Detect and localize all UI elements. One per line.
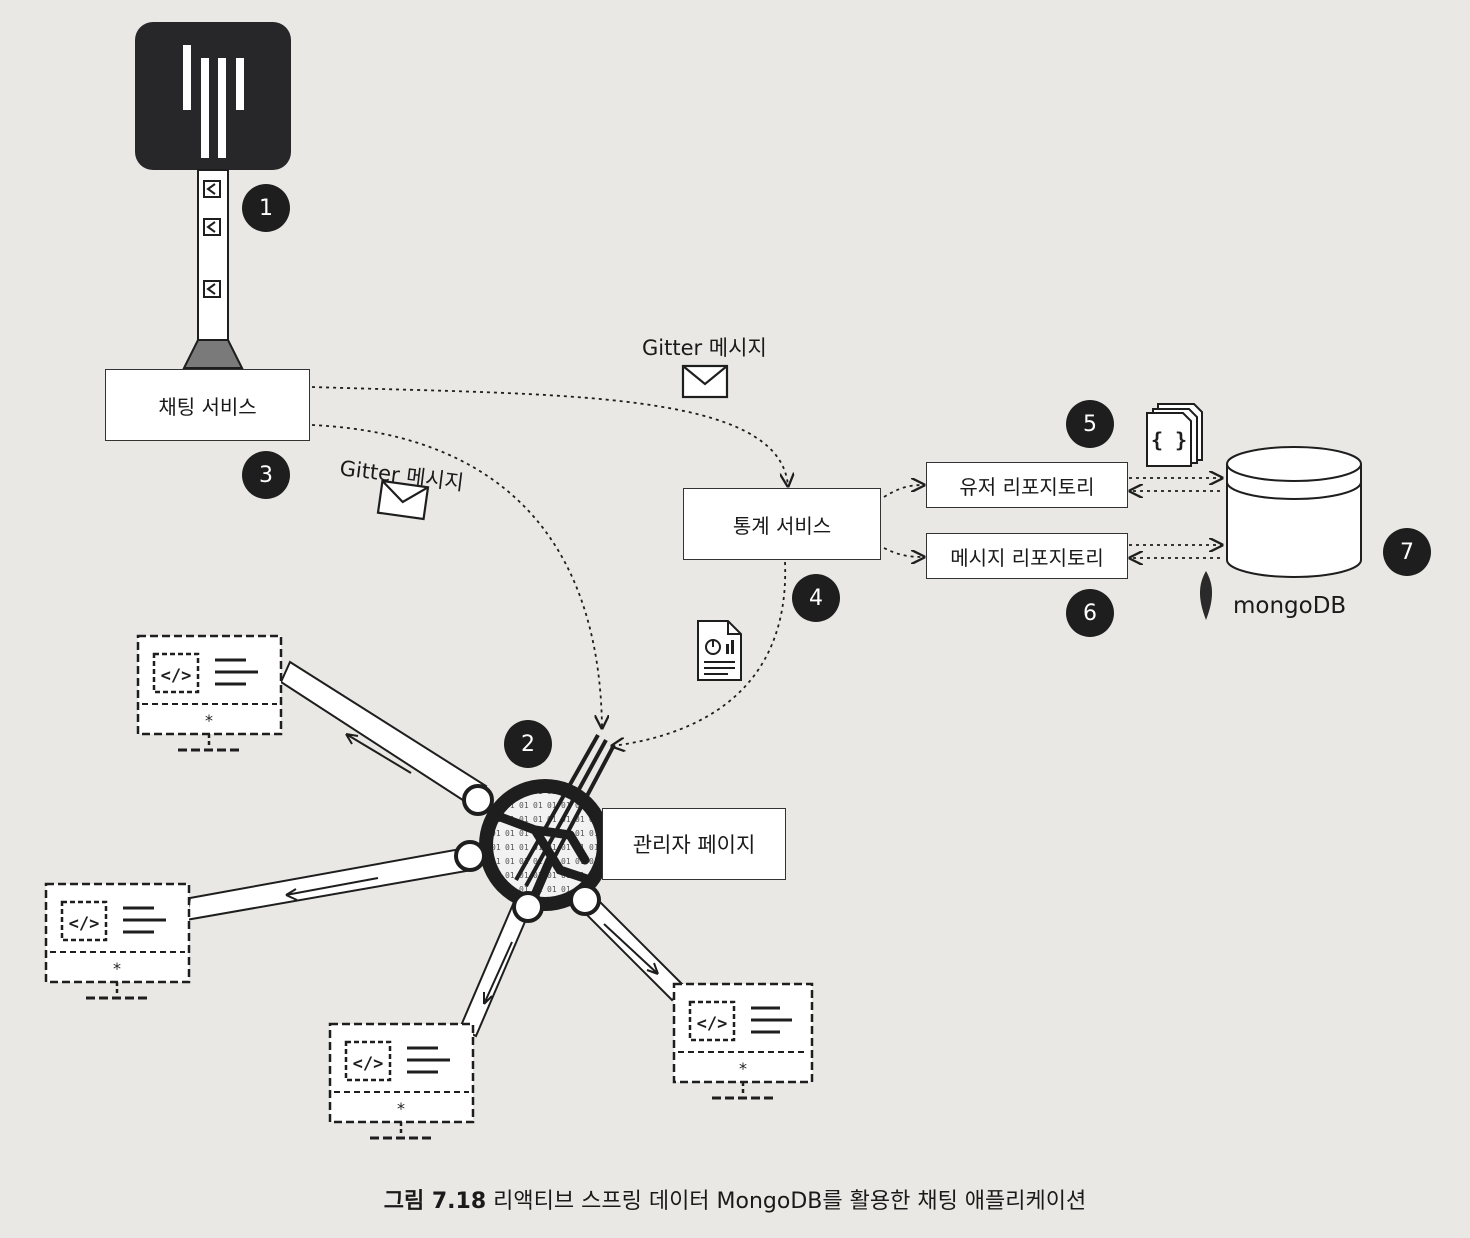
figure-caption: 그림 7.18 리액티브 스프링 데이터 MongoDB를 활용한 채팅 애플리… <box>0 1183 1470 1215</box>
step-badge-3: 3 <box>242 451 290 499</box>
client-monitor-icon: </> * <box>328 1022 475 1140</box>
user-repository-box: 유저 리포지토리 <box>926 462 1128 508</box>
message-repository-box: 메시지 리포지토리 <box>926 533 1128 579</box>
edge-stats-to-user-repo <box>883 485 924 498</box>
client-monitor-icon: </> * <box>672 982 814 1100</box>
figure-number: 그림 7.18 <box>383 1189 487 1214</box>
hub-icon <box>184 660 688 1038</box>
gitter-logo-icon <box>135 22 291 170</box>
figure-caption-text: 리액티브 스프링 데이터 MongoDB를 활용한 채팅 애플리케이션 <box>493 1189 1087 1214</box>
svg-text:</>: </> <box>69 914 100 934</box>
report-icon <box>697 620 742 681</box>
client-monitor-icon: </> * <box>44 882 191 1000</box>
edge-chat-to-admin <box>311 424 602 728</box>
svg-text:</>: </> <box>353 1054 384 1074</box>
gitter-message-label-top: Gitter 메시지 <box>642 336 767 360</box>
svg-text:</>: </> <box>697 1014 728 1034</box>
step-badge-4: 4 <box>792 574 840 622</box>
admin-page-box: 관리자 페이지 <box>602 808 786 880</box>
envelope-icon <box>681 364 729 399</box>
client-monitor-icon: </> * <box>136 634 283 752</box>
mongodb-label: mongoDB <box>1233 593 1347 619</box>
step-badge-2: 2 <box>504 720 552 768</box>
svg-text:*: * <box>739 1059 747 1078</box>
database-icon <box>1226 446 1362 578</box>
envelope-icon <box>376 479 430 521</box>
step-badge-6: 6 <box>1066 589 1114 637</box>
chat-service-box: 채팅 서비스 <box>105 369 310 441</box>
step-badge-1: 1 <box>242 184 290 232</box>
svg-text:</>: </> <box>161 666 192 686</box>
stats-service-box: 통계 서비스 <box>683 488 881 560</box>
mongodb-leaf-icon <box>1199 571 1213 620</box>
step-badge-5: 5 <box>1066 400 1114 448</box>
svg-text:*: * <box>205 711 213 730</box>
message-stream-icon <box>182 169 244 369</box>
svg-text:*: * <box>397 1099 405 1118</box>
json-document-icon <box>1146 403 1203 467</box>
svg-text:*: * <box>113 959 121 978</box>
step-badge-7: 7 <box>1383 528 1431 576</box>
edge-stats-to-message-repo <box>883 547 924 557</box>
json-icon-text: { } <box>1151 428 1187 452</box>
